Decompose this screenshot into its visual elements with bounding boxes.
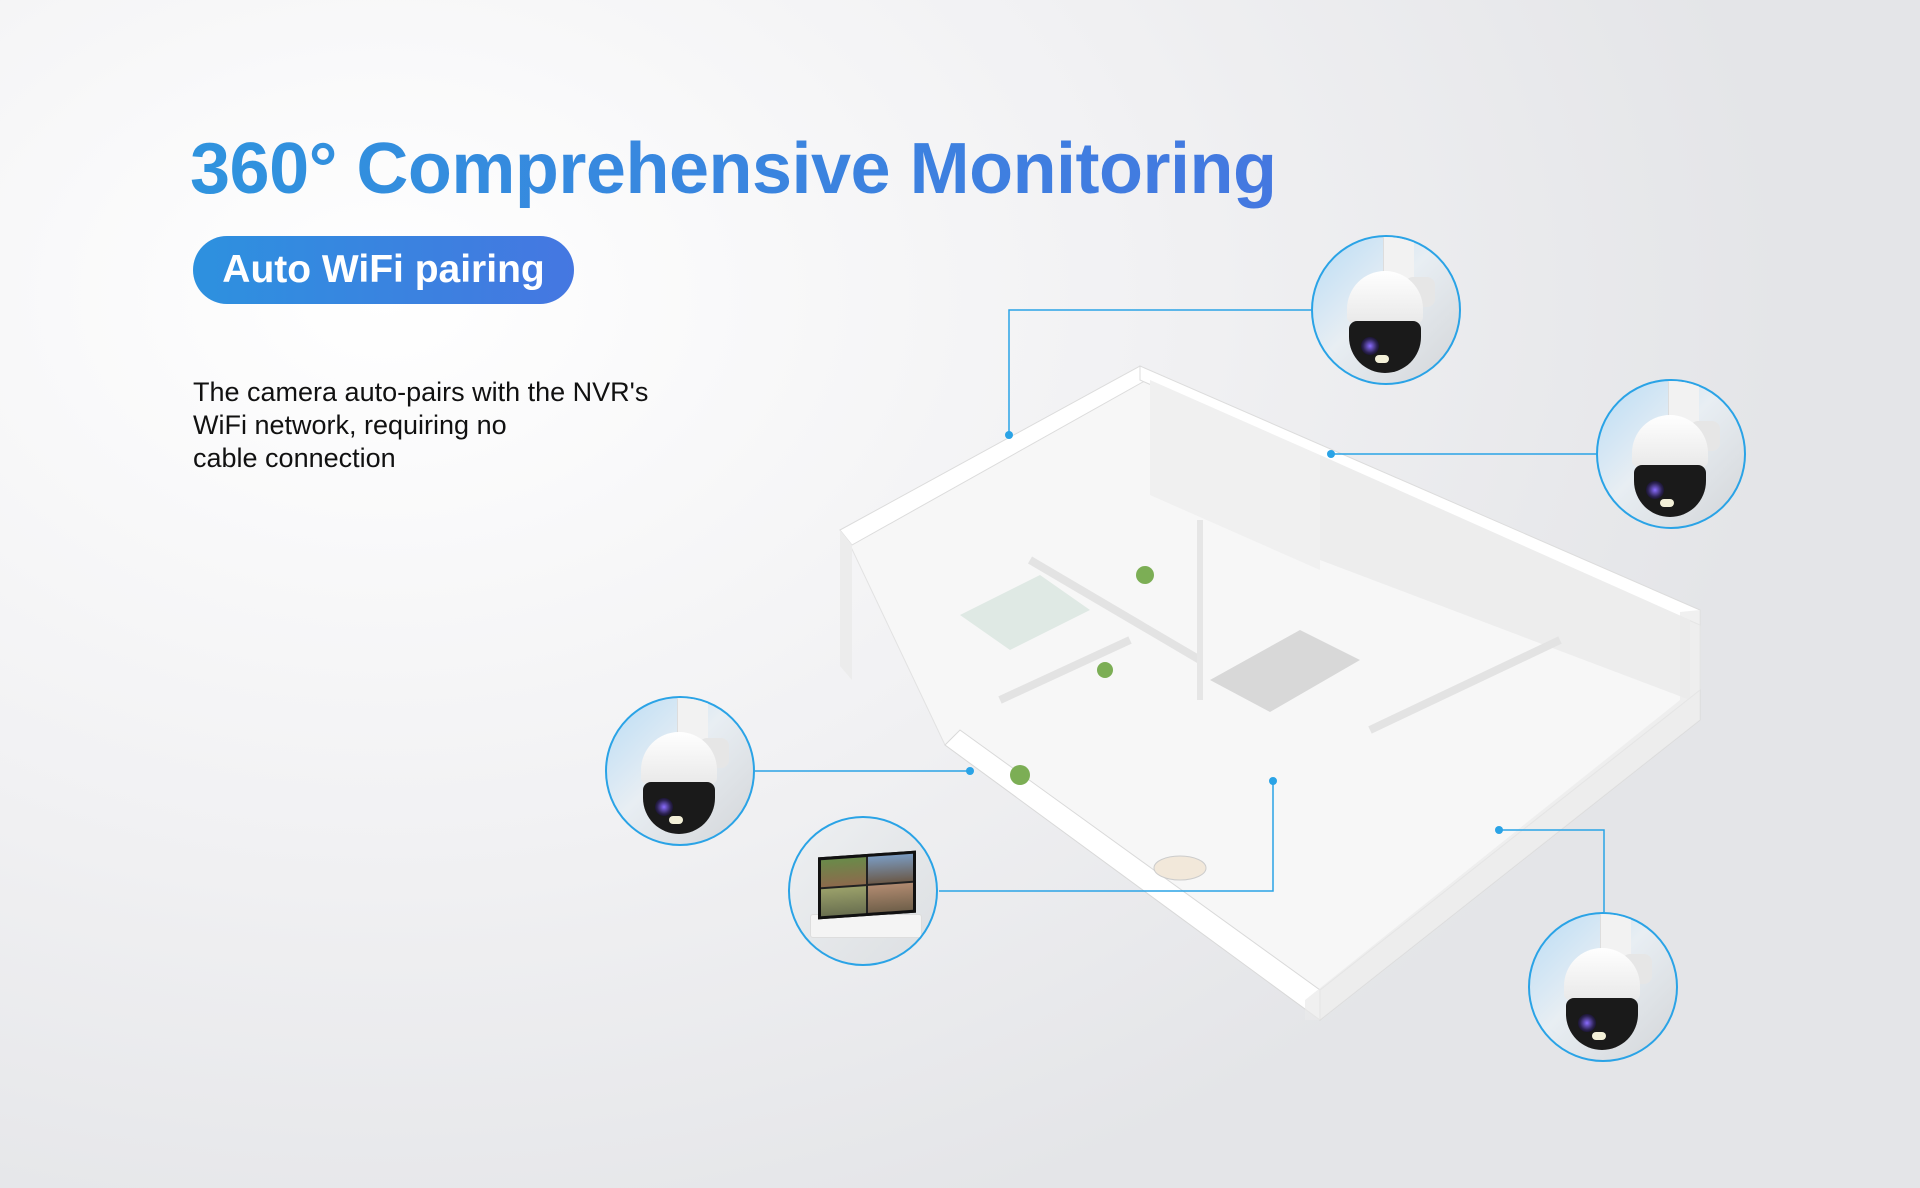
nvr-callout — [788, 816, 938, 966]
plant — [1097, 662, 1113, 678]
dining-table — [1153, 855, 1207, 881]
camera-callout — [605, 696, 755, 846]
camera-callout — [1528, 912, 1678, 1062]
connector-dot — [1269, 777, 1277, 785]
description-line: cable connection — [193, 443, 396, 473]
connector-line — [1499, 829, 1605, 912]
camera-callout — [1311, 235, 1461, 385]
connector-dot — [1495, 826, 1503, 834]
connector-dot — [1005, 431, 1013, 439]
house-wall-left-face — [840, 530, 852, 680]
camera-callout — [1596, 379, 1746, 529]
house-back-wall-face — [1320, 455, 1690, 700]
bed — [960, 575, 1090, 650]
description-line: WiFi network, requiring no — [193, 410, 507, 440]
feature-description: The camera auto-pairs with the NVR's WiF… — [193, 376, 713, 475]
page-title: 360° Comprehensive Monitoring — [190, 129, 1277, 209]
plant — [1010, 765, 1030, 785]
feature-badge-label: Auto WiFi pairing — [222, 248, 545, 291]
house-front-wall-right-face — [1305, 610, 1700, 1020]
description-line: The camera auto-pairs with the NVR's — [193, 377, 649, 407]
connector-dot — [966, 767, 974, 775]
connector-dot — [1327, 450, 1335, 458]
feature-badge: Auto WiFi pairing — [193, 236, 574, 304]
sofa — [1210, 630, 1360, 712]
plant — [1136, 566, 1154, 584]
connector-line — [939, 781, 1274, 892]
connector-line — [1008, 309, 1311, 435]
house-back-wall-face — [1150, 380, 1320, 570]
